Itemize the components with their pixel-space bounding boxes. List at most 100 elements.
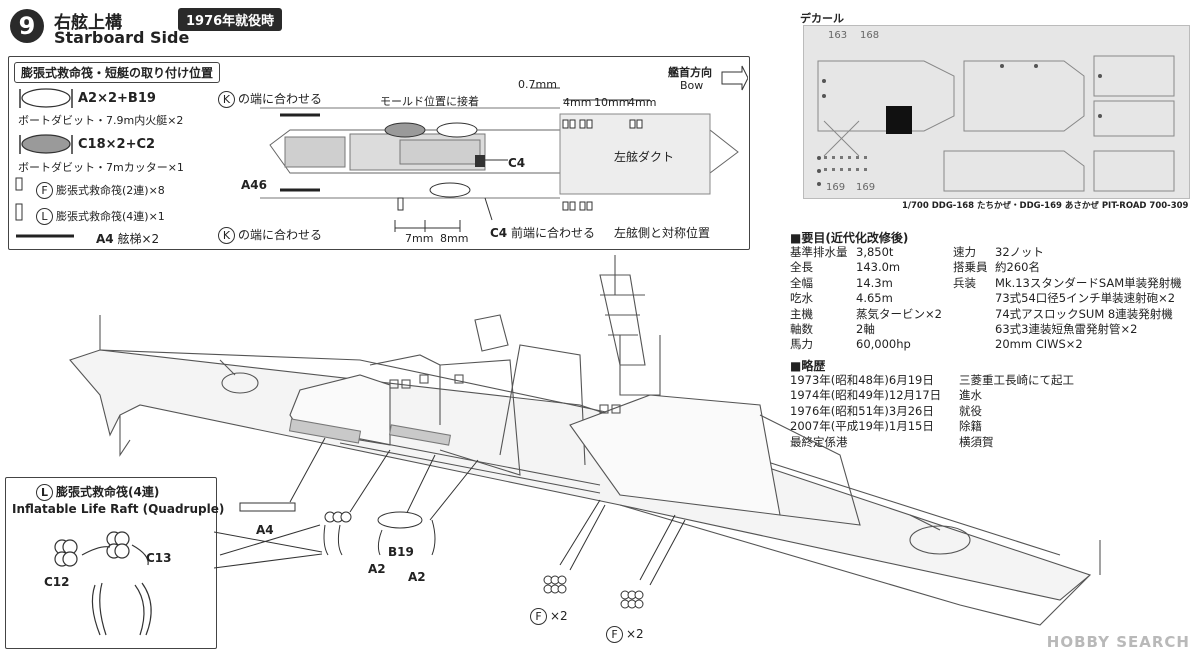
history-table: 1973年(昭和48年)6月19日 三菱重工長崎にて起工 1974年(昭和49年)…	[790, 373, 1078, 450]
port-duct-label: 左舷ダクト	[614, 150, 675, 164]
decal-number-3: 169	[826, 182, 846, 193]
inset-c12-label: C12	[44, 575, 70, 589]
inset-callout-wedge	[214, 531, 323, 569]
raft-f-callout-1: F×2	[530, 608, 568, 625]
spec-value: 蒸気タービン×2	[856, 306, 942, 321]
spec-value: 3,850t	[856, 245, 894, 259]
direction-jp: 艦首方向	[668, 66, 712, 79]
marker-k-top: K	[218, 91, 235, 108]
direction-en: Bow	[680, 79, 704, 92]
spec-label: 馬力	[790, 337, 813, 352]
spec-value: 60,000hp	[856, 337, 911, 352]
specs-title: ■要目(近代化改修後)	[790, 231, 909, 245]
inset-title-en: Inflatable Life Raft (Quadruple)	[12, 502, 225, 516]
decal-sheet-artwork	[817, 55, 1175, 192]
spec-value: 74式アスロックSUM 8連装発射機	[995, 306, 1173, 321]
inset-title-jp: 膨張式救命筏(4連)	[56, 485, 160, 499]
decal-number-1: 163	[828, 30, 848, 41]
inset-raft-drawing	[54, 531, 152, 636]
spec-value: 143.0m	[856, 260, 901, 275]
spec-value: 4.65m	[856, 291, 893, 306]
raft-f-count-2: ×2	[626, 627, 644, 641]
marker-k-bottom: K	[218, 227, 235, 244]
dim-10: 10mm	[594, 96, 630, 109]
step-number: 9	[10, 9, 44, 43]
spec-value: Mk.13スタンダードSAM単装発射機	[995, 275, 1182, 290]
inset-c13-label: C13	[146, 551, 172, 565]
spec-value: 2軸	[856, 322, 875, 337]
history-date: 1976年(昭和51年)3月26日	[790, 403, 934, 418]
history-event: 就役	[959, 403, 982, 418]
step-title-en: Starboard Side	[54, 28, 190, 47]
dim-4a: 4mm	[563, 96, 592, 109]
history-date: 1974年(昭和49年)12月17日	[790, 388, 942, 403]
marker-l-inset: L	[36, 484, 53, 501]
decal-title: デカール	[800, 12, 844, 25]
raft-f-callout-2: F×2	[606, 626, 644, 643]
decal-number-4: 169	[856, 182, 876, 193]
raft-f-count-1: ×2	[550, 609, 568, 623]
spec-value: 63式3連装短魚雷発射管×2	[995, 322, 1138, 337]
history-date: 2007年(平成19年)1月15日	[790, 419, 934, 434]
dim-8: 8mm	[440, 232, 469, 245]
c4-front-code: C4	[490, 226, 508, 240]
part-b19-label: B19	[388, 545, 414, 559]
marker-f-callout-1: F	[530, 608, 547, 625]
part-a2-right-label: A2	[408, 570, 426, 584]
legend-icons	[15, 88, 74, 238]
legend-desc-4: 膨張式救命筏(4連)×1	[56, 210, 165, 223]
specs-left-table: 基準排水量 3,850t 全長 143.0m 全幅 14.3m 吃水 4.65m 主機 蒸…	[790, 245, 946, 353]
history-event: 進水	[959, 388, 982, 403]
spec-label: 軸数	[790, 322, 813, 337]
ship-drawing	[69, 255, 1101, 626]
legend-title: 膨張式救命筏・短艇の取り付け位置	[14, 62, 221, 83]
part-a4-label: A4	[256, 523, 274, 537]
mold-position-note: モールド位置に接着	[380, 95, 479, 108]
c4-front-text: 前端に合わせる	[510, 226, 595, 240]
decal-sheet: 163 168 169 169	[803, 25, 1190, 199]
history-date: 最終定係港	[790, 434, 848, 449]
history-date: 1973年(昭和48年)6月19日	[790, 373, 934, 387]
spec-label: 基準排水量	[790, 245, 848, 259]
spec-label: 速力	[953, 245, 976, 259]
dim-07: 0.7mm	[518, 78, 557, 91]
watermark: HOBBY SEARCH	[1046, 633, 1190, 651]
dim-7: 7mm	[405, 232, 434, 245]
history-event: 横須賀	[959, 434, 994, 449]
era-badge: 1976年就役時	[178, 8, 283, 31]
legend-desc-5: 舷梯×2	[117, 232, 160, 246]
legend-code-1: A2×2+B19	[78, 91, 156, 106]
inset-box	[5, 477, 217, 649]
plan-view-drawing	[260, 65, 748, 232]
spec-value: 20mm CIWS×2	[995, 337, 1083, 352]
marker-l: L	[36, 208, 53, 225]
spec-value: 32ノット	[995, 245, 1044, 259]
history-title: ■略歴	[790, 359, 826, 373]
legend-desc-2: ボートダビット・7mカッター×1	[18, 161, 184, 174]
legend-code-5: A4	[96, 232, 114, 246]
dim-4b: 4mm	[628, 96, 657, 109]
spec-label: 搭乗員	[953, 260, 988, 275]
legend-code-2: C18×2+C2	[78, 137, 156, 152]
legend-desc-3: 膨張式救命筏(2連)×8	[56, 184, 165, 197]
spec-label: 兵装	[953, 275, 976, 290]
placement-box	[8, 56, 750, 250]
spec-value: 73式54口径5インチ単装速射砲×2	[995, 291, 1176, 306]
spec-label: 全長	[790, 260, 813, 275]
history-event: 除籍	[959, 419, 982, 434]
spec-value: 14.3m	[856, 275, 893, 290]
spec-label: 主機	[790, 306, 813, 321]
k-top-text: の端に合わせる	[238, 92, 323, 106]
step-title-jp: 右舷上構	[54, 13, 122, 33]
c4-label: C4	[508, 156, 526, 170]
symmetric-note: 左舷側と対称位置	[614, 226, 711, 240]
spec-label: 吃水	[790, 291, 813, 306]
spec-label: 全幅	[790, 275, 813, 290]
history-event: 三菱重工長崎にて起工	[959, 373, 1074, 387]
